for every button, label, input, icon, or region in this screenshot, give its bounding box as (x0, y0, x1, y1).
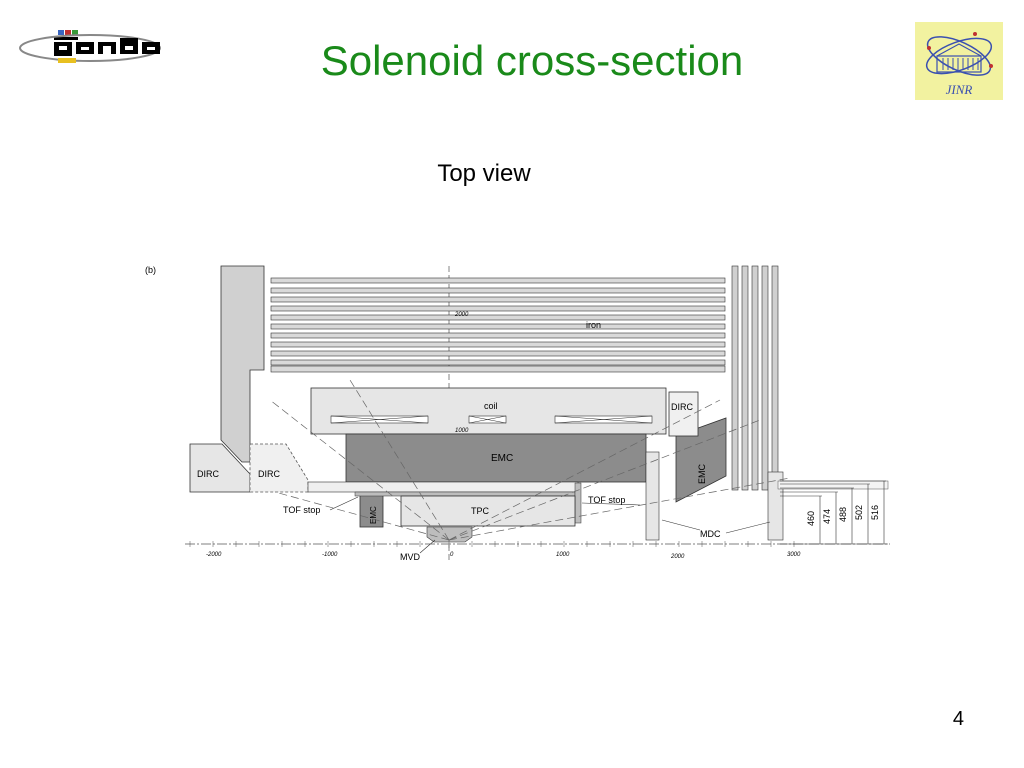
dirc-mid (249, 443, 309, 493)
tick-1000: 1000 (556, 552, 570, 558)
dim-516: 516 (870, 505, 880, 520)
jinr-logo: JINR (915, 22, 1003, 100)
mvd-label: MVD (400, 552, 421, 562)
tick-0: 0 (450, 552, 454, 558)
panel-label: (b) (145, 265, 156, 275)
dimension-lines (780, 480, 888, 545)
dirc-right (668, 391, 699, 437)
emc-small-label: EMC (369, 506, 378, 524)
tpc (400, 495, 576, 527)
tof-stop-right-label: TOF stop (588, 495, 625, 505)
coil-cryostat (310, 387, 667, 435)
dirc-right-label: DIRC (671, 402, 693, 412)
dirc-mid-label: DIRC (258, 469, 280, 479)
dim-502: 502 (854, 505, 864, 520)
iron-plates-right (731, 265, 779, 491)
iron-plates (270, 277, 726, 373)
coil-winding-lines (330, 415, 653, 424)
mdc-1 (645, 451, 660, 541)
dim-460: 460 (806, 511, 816, 526)
diagram-subtitle: Top view (437, 160, 531, 187)
axis-tick-labels: -2000 -1000 0 1000 2000 3000 (206, 552, 801, 560)
tick-3000: 3000 (787, 552, 801, 558)
dim-488: 488 (838, 507, 848, 522)
mvd (426, 526, 473, 543)
tick-2000: 2000 (670, 554, 685, 560)
tick-neg2000: -2000 (206, 552, 222, 558)
mark-1000: 1000 (455, 428, 469, 434)
jinr-logo-text: JINR (946, 82, 973, 97)
acceptance-lines (269, 379, 791, 541)
tick-neg1000: -1000 (322, 552, 338, 558)
page-number: 4 (952, 708, 964, 730)
dirc-bar (307, 481, 579, 493)
dirc-left-label: DIRC (197, 469, 219, 479)
emc-forward-label: EMC (697, 464, 707, 485)
emc-barrel (345, 433, 647, 483)
coil-label: coil (484, 401, 498, 411)
tpc-label: TPC (471, 506, 490, 516)
iron-yoke-left (220, 265, 265, 463)
tof-stop-left-label: TOF stop (283, 505, 320, 515)
iron-label: iron (586, 320, 601, 330)
slide-title: Solenoid cross-section (320, 37, 744, 84)
dimension-labels: 460 474 488 502 516 (806, 505, 880, 526)
axis-minor-ticks (189, 540, 795, 548)
emc-main-label: EMC (491, 453, 513, 464)
dim-474: 474 (822, 509, 832, 524)
mark-2000: 2000 (454, 312, 469, 318)
emc-forward (675, 417, 727, 503)
panda-logo (19, 30, 161, 63)
mdc-label: MDC (700, 529, 721, 539)
leader-lines (329, 496, 771, 554)
tof-stop-forward (574, 482, 582, 524)
